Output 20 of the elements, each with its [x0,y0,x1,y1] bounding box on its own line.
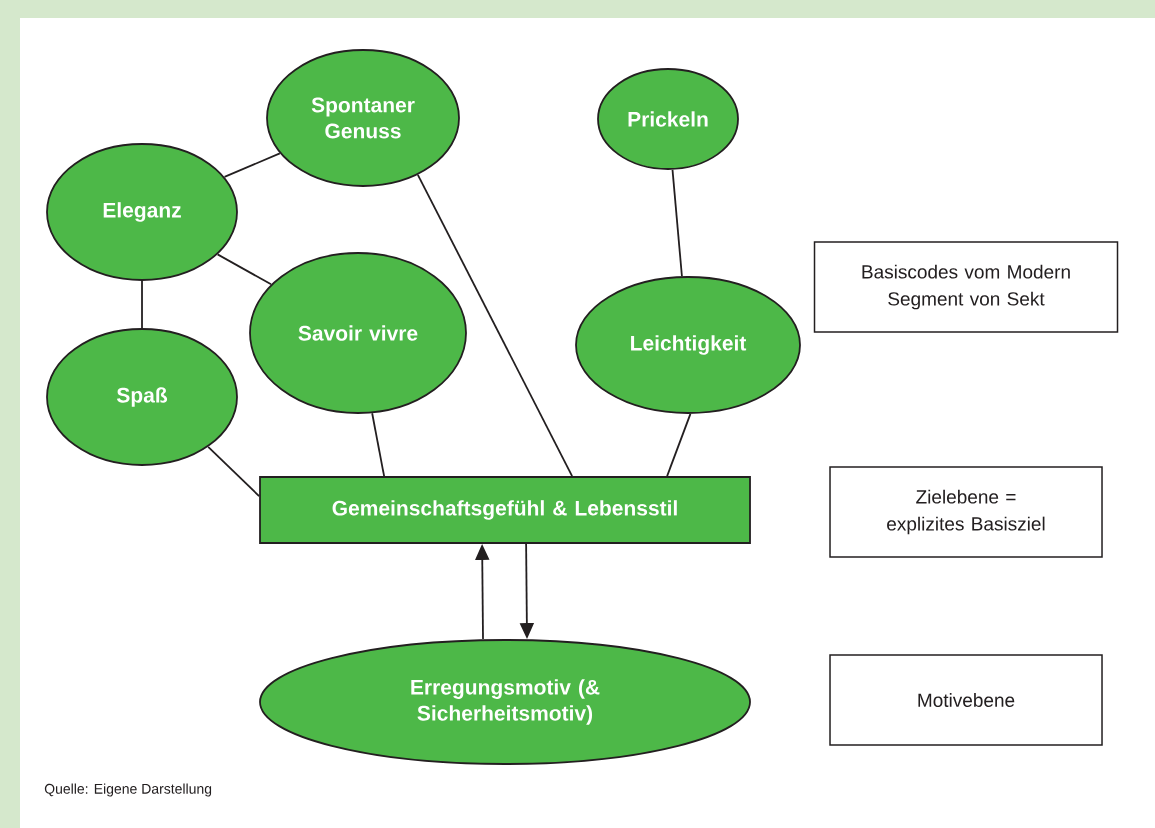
connector-line [223,152,281,178]
level-box: Zielebene = explizites Basisziel [829,466,1103,558]
connector-line [666,413,692,477]
connector-line [141,280,143,329]
ellipse-node: Savoir vivre [249,252,467,414]
ellipse-node: Leichtigkeit [575,276,801,414]
ellipse-node: Spontaner Genuss [266,49,460,187]
ellipse-node: Eleganz [46,143,238,281]
goal-box: Gemeinschaftsgefühl & Lebensstil [259,476,751,544]
ellipse-node: Spaß [46,328,238,466]
connector-line [416,173,573,477]
ellipse-node: Prickeln [597,68,739,170]
connector-line [671,168,683,278]
connector-line [207,445,260,497]
level-box: Basiscodes vom Modern Segment von Sekt [813,241,1119,333]
connector-line [216,253,272,286]
ellipse-node: Erregungsmotiv (& Sicherheitsmotiv) [259,639,751,765]
level-box: Motivebene [829,654,1103,746]
connector-line [371,412,385,477]
caption: Quelle: Eigene Darstellung [44,783,212,797]
